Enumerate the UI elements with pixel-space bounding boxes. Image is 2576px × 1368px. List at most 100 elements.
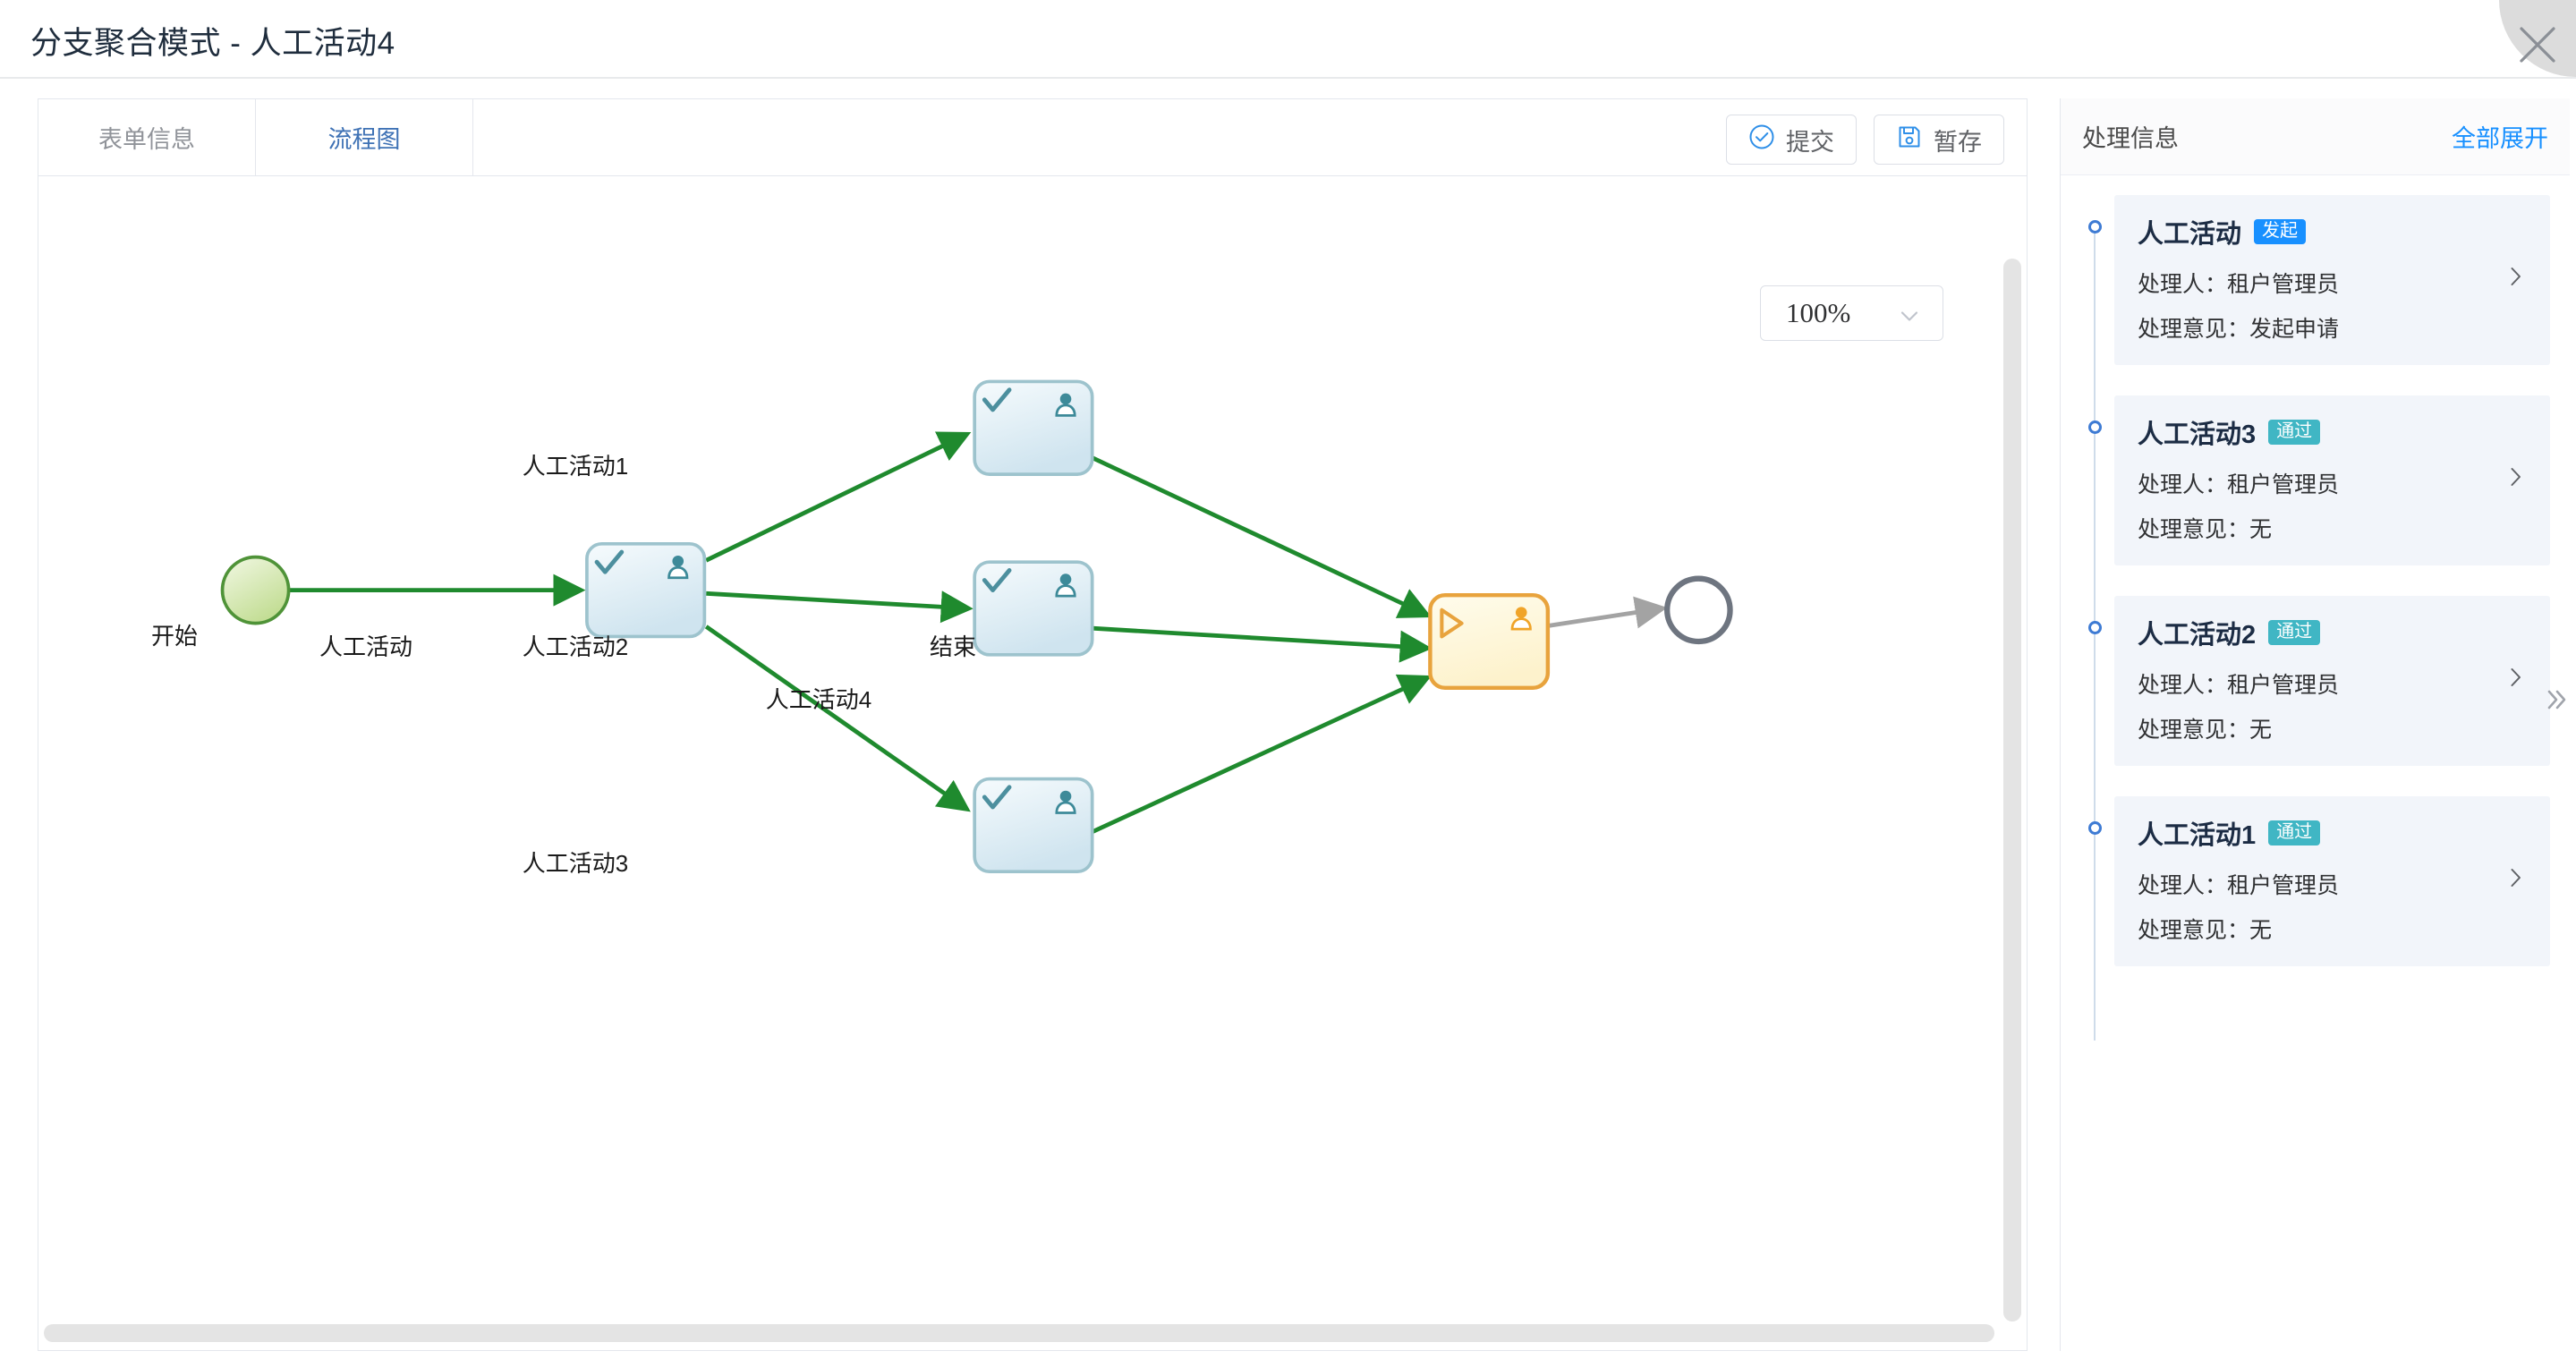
canvas-horizontal-scrollbar[interactable] — [44, 1324, 1994, 1342]
process-card[interactable]: 人工活动3 通过 处理人：租户管理员 处理意见：无 — [2114, 395, 2550, 565]
comment-label: 处理意见： — [2138, 317, 2250, 342]
handler-label: 处理人： — [2138, 272, 2228, 297]
process-timeline: 人工活动 发起 处理人：租户管理员 处理意见：发起申请 — [2061, 175, 2570, 1347]
save-draft-button[interactable]: 暂存 — [1874, 115, 2004, 165]
node-task-3[interactable] — [973, 777, 1094, 874]
submit-button-label: 提交 — [1786, 128, 1834, 156]
timeline-dot — [2088, 821, 2102, 835]
node-start[interactable] — [220, 555, 291, 625]
handler-value: 租户管理员 — [2227, 472, 2340, 497]
edge-task2-to-task4 — [1092, 625, 1433, 663]
check-icon — [594, 549, 625, 574]
edge-task3-to-task4 — [1091, 674, 1433, 834]
node-start-label: 开始 — [150, 623, 198, 650]
node-task-4-active[interactable] — [1428, 592, 1551, 691]
timeline-dot — [2088, 421, 2102, 434]
window-titlebar: 分支聚合模式 - 人工活动4 — [0, 0, 2576, 79]
comment-label: 处理意见： — [2138, 517, 2250, 542]
process-card-title: 人工活动1 — [2138, 821, 2257, 850]
node-task-0-label: 人工活动 — [319, 633, 412, 660]
process-card[interactable]: 人工活动2 通过 处理人：租户管理员 处理意见：无 — [2114, 596, 2550, 766]
process-card-head: 人工活动3 通过 — [2138, 413, 2527, 451]
process-info-title: 处理信息 — [2082, 125, 2179, 152]
handler-value: 租户管理员 — [2227, 873, 2340, 898]
comment-label: 处理意见： — [2138, 718, 2250, 743]
comment-value: 无 — [2249, 718, 2273, 743]
chevron-right-icon[interactable] — [2504, 866, 2527, 896]
edge-task0-to-task1 — [705, 431, 972, 563]
process-card-handler-row: 处理人：租户管理员 — [2138, 868, 2527, 900]
node-task-1-label: 人工活动1 — [522, 453, 629, 480]
handler-label: 处理人： — [2138, 873, 2228, 898]
process-card[interactable]: 人工活动1 通过 处理人：租户管理员 处理意见：无 — [2114, 796, 2550, 966]
save-draft-button-label: 暂存 — [1934, 128, 1982, 156]
user-icon — [1510, 607, 1532, 631]
chevron-right-icon[interactable] — [2504, 265, 2527, 294]
edge-task4-to-end — [1542, 596, 1668, 629]
process-card-comment-row: 处理意见：无 — [2138, 913, 2527, 945]
node-task-2[interactable] — [973, 560, 1094, 657]
handler-value: 租户管理员 — [2227, 673, 2340, 698]
tab-flowchart[interactable]: 流程图 — [256, 99, 473, 175]
node-task-2-label: 人工活动2 — [522, 633, 629, 660]
process-card-handler-row: 处理人：租户管理员 — [2138, 467, 2527, 499]
user-icon — [1055, 393, 1076, 417]
page-title: 分支聚合模式 - 人工活动4 — [30, 26, 395, 61]
process-card-handler-row: 处理人：租户管理员 — [2138, 267, 2527, 299]
process-card-comment-row: 处理意见：无 — [2138, 712, 2527, 744]
process-card[interactable]: 人工活动 发起 处理人：租户管理员 处理意见：发起申请 — [2114, 195, 2550, 365]
flowchart-panel: 表单信息 流程图 提交 — [38, 98, 2028, 1351]
process-card-title: 人工活动2 — [2138, 621, 2257, 650]
node-task-3-label: 人工活动3 — [522, 850, 629, 877]
close-icon[interactable] — [2499, 0, 2576, 77]
zoom-level-select[interactable]: 100% — [1760, 285, 1943, 341]
save-floppy-icon — [1896, 123, 1923, 157]
process-card-title: 人工活动3 — [2138, 421, 2257, 449]
list-item: 人工活动1 通过 处理人：租户管理员 处理意见：无 — [2061, 796, 2570, 966]
chevron-right-icon[interactable] — [2504, 465, 2527, 495]
edge-task0-to-task3 — [704, 625, 971, 812]
check-icon — [982, 785, 1012, 810]
user-icon — [1055, 574, 1076, 598]
comment-value: 无 — [2249, 517, 2273, 542]
workflow-graph[interactable] — [38, 176, 2027, 1350]
flowchart-canvas[interactable]: 100% — [38, 176, 2027, 1350]
edge-task0-to-task2 — [706, 591, 973, 624]
process-info-header: 处理信息 全部展开 — [2061, 98, 2570, 175]
process-card-head: 人工活动2 通过 — [2138, 614, 2527, 651]
process-card-handler-row: 处理人：租户管理员 — [2138, 667, 2527, 700]
handler-label: 处理人： — [2138, 673, 2228, 698]
toolbar-actions: 提交 暂存 — [1726, 115, 2004, 165]
tab-bar: 表单信息 流程图 提交 — [38, 99, 2027, 176]
status-badge: 通过 — [2268, 620, 2321, 645]
node-task-1[interactable] — [973, 379, 1094, 476]
zoom-level-value: 100% — [1786, 297, 1851, 328]
status-badge: 通过 — [2268, 420, 2321, 445]
node-task-4-label: 人工活动4 — [765, 686, 872, 713]
chevron-down-icon — [1898, 304, 1921, 332]
timeline-dot — [2088, 220, 2102, 234]
check-icon — [982, 568, 1012, 593]
tab-form-info[interactable]: 表单信息 — [38, 99, 256, 175]
timeline-dot — [2088, 621, 2102, 634]
double-chevron-right-icon[interactable] — [2540, 673, 2576, 726]
comment-value: 发起申请 — [2249, 317, 2340, 342]
canvas-vertical-scrollbar[interactable] — [2003, 259, 2021, 1321]
check-icon — [982, 387, 1012, 412]
node-task-0[interactable] — [585, 541, 707, 639]
list-item: 人工活动 发起 处理人：租户管理员 处理意见：发起申请 — [2061, 195, 2570, 365]
node-end[interactable] — [1664, 575, 1733, 645]
expand-all-link[interactable]: 全部展开 — [2452, 125, 2548, 152]
comment-value: 无 — [2249, 918, 2273, 943]
comment-label: 处理意见： — [2138, 918, 2250, 943]
list-item: 人工活动2 通过 处理人：租户管理员 处理意见：无 — [2061, 596, 2570, 766]
node-end-label: 结束 — [929, 633, 976, 660]
user-icon — [667, 555, 689, 580]
submit-button[interactable]: 提交 — [1726, 115, 1857, 165]
process-card-comment-row: 处理意见：无 — [2138, 512, 2527, 544]
handler-value: 租户管理员 — [2227, 272, 2340, 297]
chevron-right-icon[interactable] — [2504, 666, 2527, 695]
status-badge: 发起 — [2254, 219, 2307, 244]
edge-task1-to-task4 — [1091, 455, 1433, 618]
